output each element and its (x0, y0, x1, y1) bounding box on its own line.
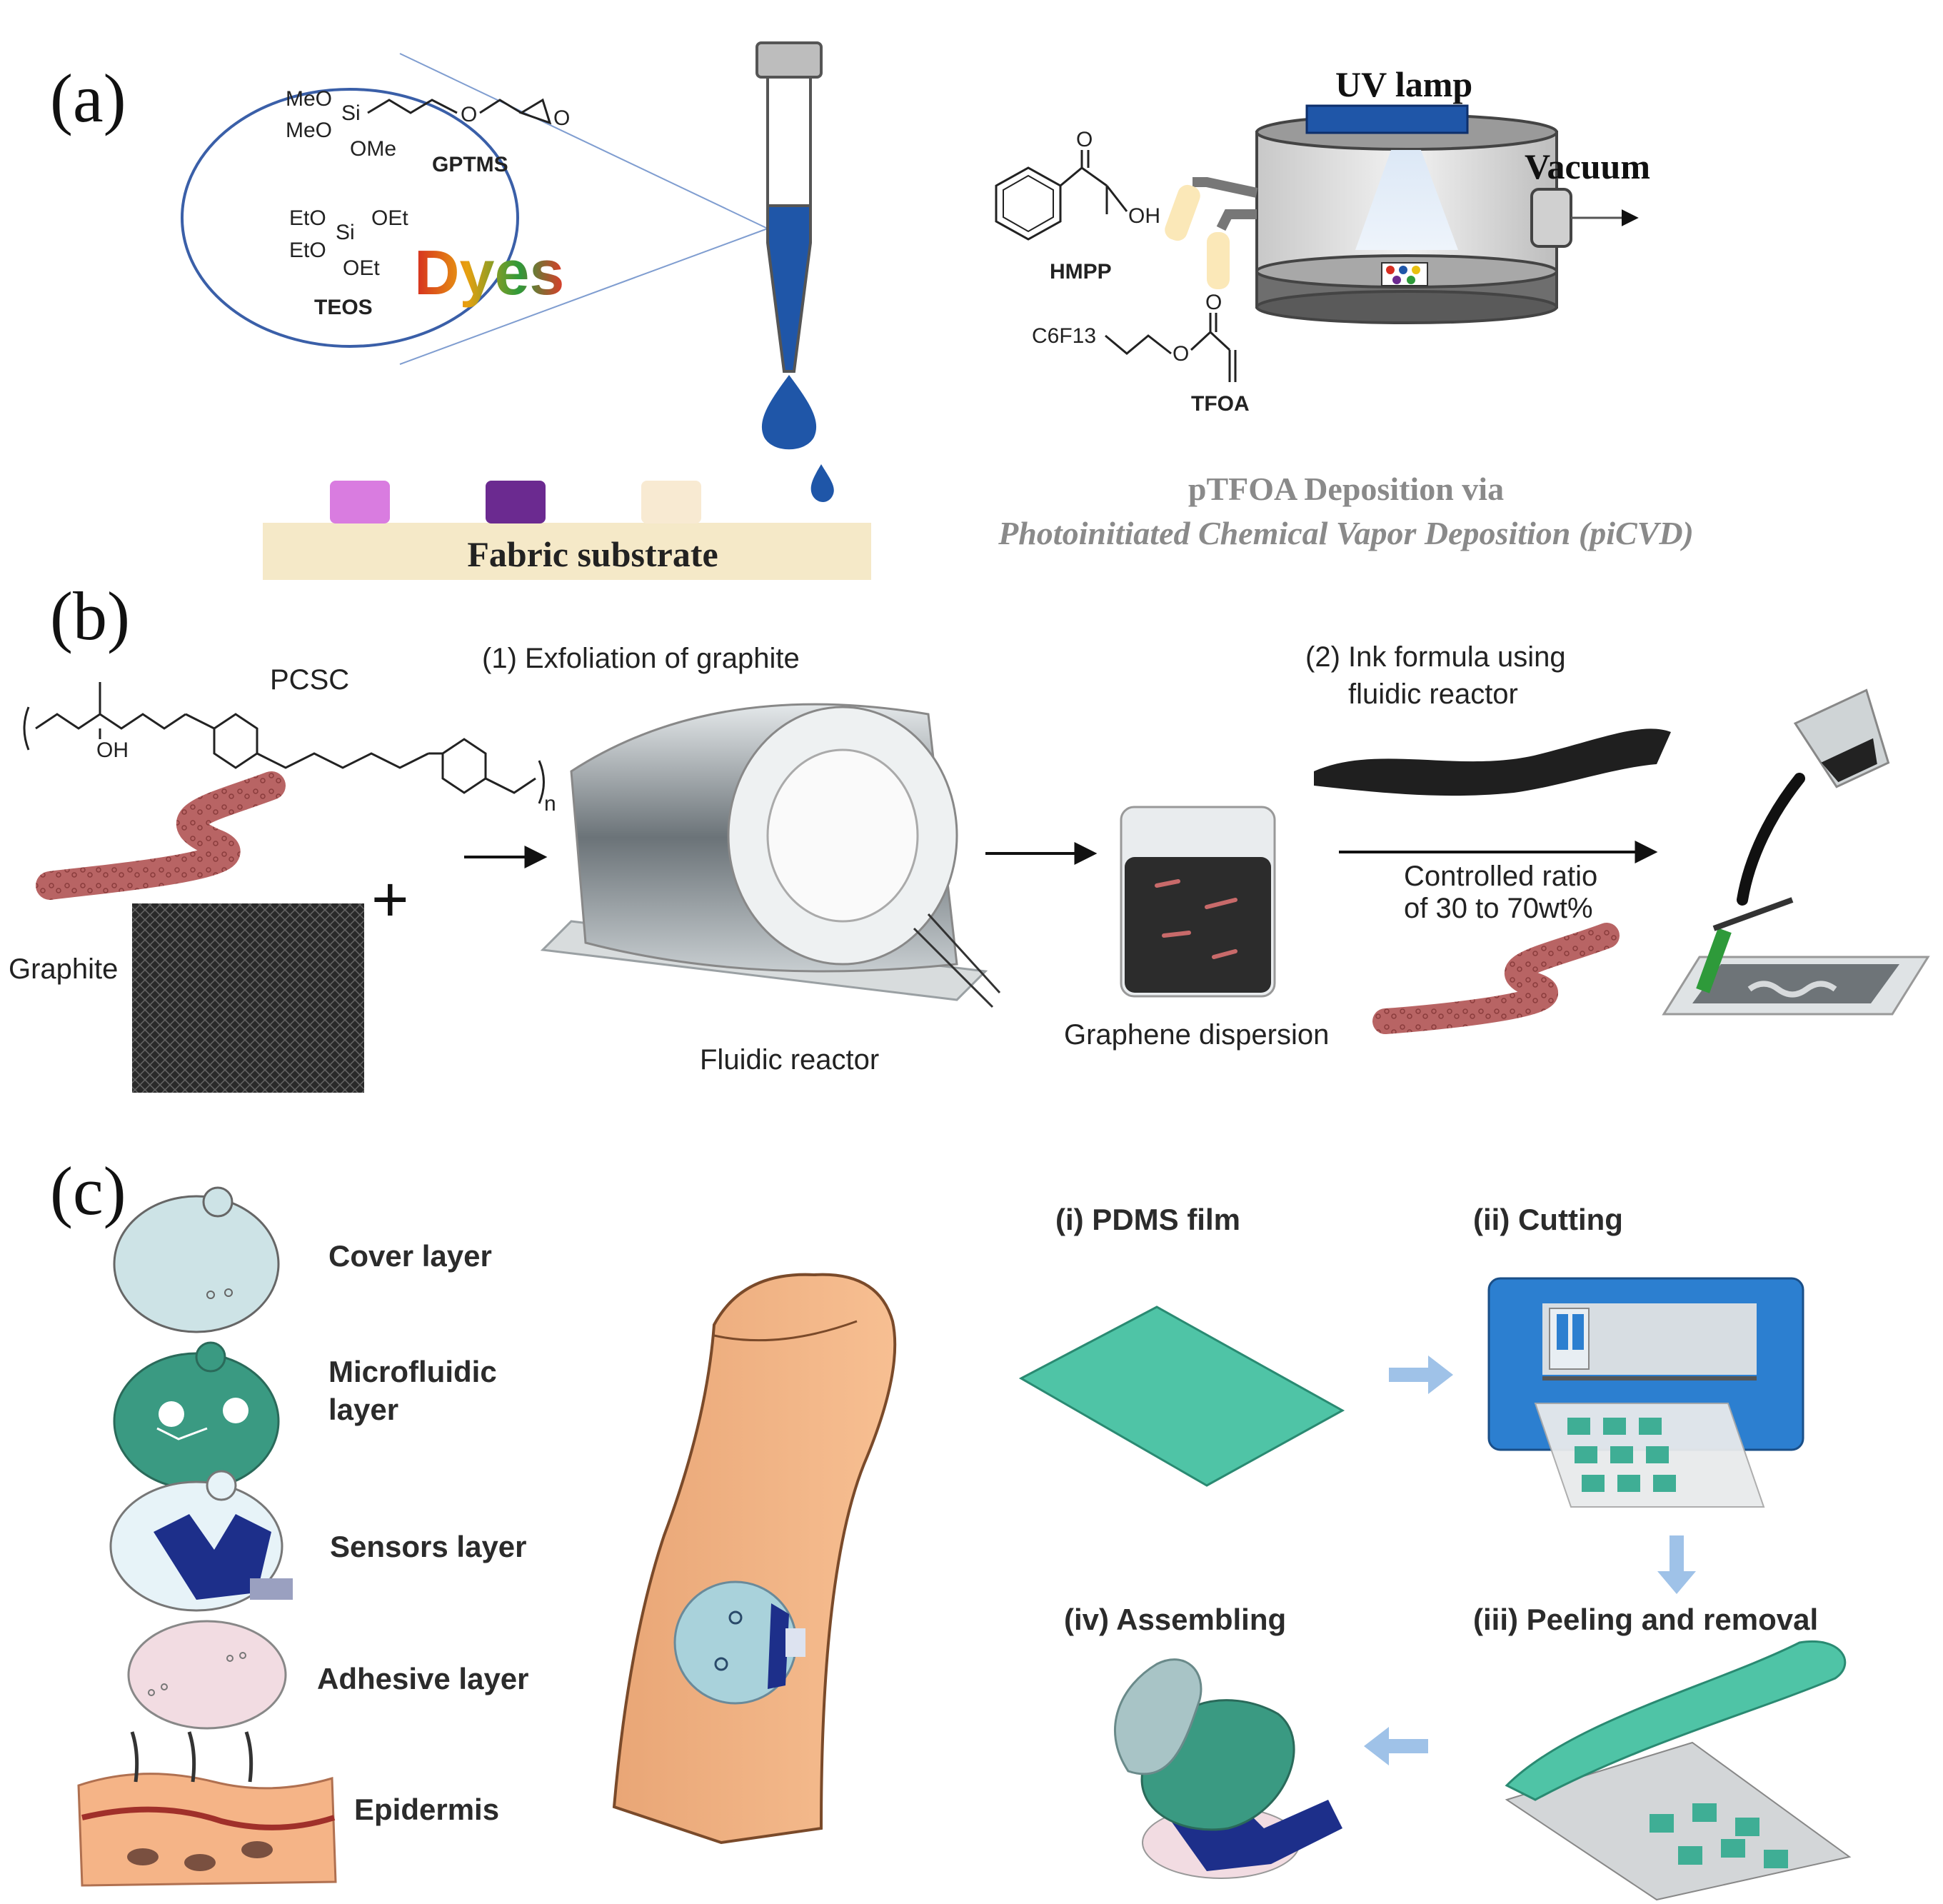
svg-text:OEt: OEt (343, 256, 380, 280)
svg-text:MeO: MeO (286, 87, 332, 111)
fiber-ratio (1372, 923, 1620, 1034)
plus-sign: + (371, 864, 409, 936)
layer-label-microfluidic: Microfluidic (328, 1355, 497, 1388)
panel-b-label: (b) (50, 578, 130, 654)
magnifier-line-bottom (399, 228, 768, 365)
tfoa-name: TFOA (1191, 392, 1250, 416)
step2-label-line1: (2) Ink formula using (1305, 641, 1566, 673)
hmpp-name: HMPP (1050, 260, 1112, 284)
arrow-cutter-to-peeling (1657, 1535, 1696, 1594)
fabric-label: Fabric substrate (467, 534, 718, 574)
svg-text:n: n (544, 792, 556, 816)
step2-label-line2: fluidic reactor (1348, 678, 1518, 710)
ratio-label-line1: Controlled ratio (1404, 861, 1597, 892)
svg-text:O: O (553, 106, 570, 130)
epidermis-illustration (77, 1731, 337, 1887)
fabric-substrate (263, 523, 871, 580)
dyes-label: Dyes (414, 237, 564, 308)
picvd-caption-line1: pTFOA Deposition via (1188, 471, 1504, 507)
pcsc-fiber (36, 771, 286, 900)
ink-streak (1314, 728, 1671, 796)
adhesive-layer-disc (127, 1620, 287, 1730)
gptms-name: GPTMS (432, 153, 508, 176)
vacuum-label: Vacuum (1525, 146, 1650, 186)
dye-spot-purple (486, 481, 546, 523)
pcsc-label: PCSC (270, 664, 349, 696)
arrow-film-to-cutter (1389, 1356, 1453, 1394)
layer-label-epidermis: Epidermis (354, 1793, 499, 1826)
svg-text:Si: Si (336, 221, 355, 244)
pdms-film (1018, 1306, 1345, 1487)
svg-text:OH: OH (96, 738, 129, 762)
svg-text:Si: Si (341, 101, 361, 125)
graphene-dispersion-label: Graphene dispersion (1064, 1019, 1329, 1051)
ratio-label-line2: of 30 to 70wt% (1404, 893, 1593, 924)
graphite-label: Graphite (9, 953, 118, 985)
layer-label-cover: Cover layer (328, 1239, 492, 1273)
picvd-caption-line2: Photoinitiated Chemical Vapor Deposition… (998, 515, 1694, 551)
panel-c: (c) (50, 1153, 1852, 1901)
svg-text:EtO: EtO (289, 206, 326, 230)
svg-text:OH: OH (1128, 204, 1160, 228)
svg-text:O: O (1076, 128, 1093, 151)
teos-name: TEOS (314, 296, 373, 319)
microfluidic-layer-disc (113, 1341, 280, 1490)
screen-printing (1662, 688, 1930, 1016)
panel-b: (b) OH n PCSC Graphite + (1) Exfoliation… (9, 578, 1930, 1093)
tfoa-structure: C6F13 O O TFOA (1032, 291, 1250, 416)
step-label-pdms-film: (i) PDMS film (1055, 1203, 1240, 1236)
step-label-peeling: (iii) Peeling and removal (1473, 1603, 1818, 1636)
dye-spot-cream (641, 481, 701, 523)
pipette (755, 41, 834, 502)
cover-layer-disc (113, 1186, 280, 1333)
dye-spot-pink (330, 481, 390, 523)
hmpp-structure: O OH HMPP (995, 128, 1160, 284)
assembling-illustration (1113, 1658, 1342, 1879)
layer-label-microfluidic-2: layer (328, 1393, 398, 1426)
fluidic-reactor (540, 703, 1001, 1008)
layer-label-sensors: Sensors layer (330, 1530, 527, 1563)
picvd-chamber (1165, 104, 1639, 324)
layer-label-adhesive: Adhesive layer (317, 1662, 529, 1695)
svg-text:O: O (461, 103, 477, 126)
svg-text:O: O (1205, 291, 1222, 314)
graphene-beaker (1120, 806, 1276, 998)
svg-text:C6F13: C6F13 (1032, 324, 1096, 348)
uv-lamp (1305, 104, 1469, 134)
sensors-layer-disc (109, 1470, 293, 1612)
fluidic-reactor-label: Fluidic reactor (700, 1044, 879, 1076)
step1-label: (1) Exfoliation of graphite (482, 643, 800, 674)
cutting-plotter (1487, 1277, 1804, 1508)
step-label-assembling: (iv) Assembling (1064, 1603, 1286, 1636)
panel-c-label: (c) (50, 1153, 126, 1229)
svg-text:OMe: OMe (350, 137, 396, 161)
uv-lamp-label: UV lamp (1335, 64, 1472, 104)
svg-text:MeO: MeO (286, 119, 332, 142)
magnifier-line-top (399, 53, 768, 229)
graphite-block (132, 903, 364, 1093)
arm-with-patch (612, 1273, 897, 1845)
panel-a-label: (a) (50, 60, 126, 136)
step-label-cutting: (ii) Cutting (1473, 1203, 1623, 1236)
arrow-peeling-to-assembling (1364, 1727, 1428, 1765)
magnifier-circle (181, 88, 519, 348)
panel-a: (a) MeO MeO Si OMe O O GPTMS EtO Si OEt … (50, 41, 1694, 580)
pcsc-structure: OH n (23, 682, 556, 816)
teos-structure: EtO Si OEt EtO OEt TEOS (289, 206, 408, 319)
svg-text:EtO: EtO (289, 239, 326, 262)
peeling-sheet (1505, 1640, 1852, 1901)
svg-text:OEt: OEt (371, 206, 408, 230)
gptms-structure: MeO MeO Si OMe O O GPTMS (286, 87, 570, 176)
svg-text:O: O (1173, 342, 1189, 366)
